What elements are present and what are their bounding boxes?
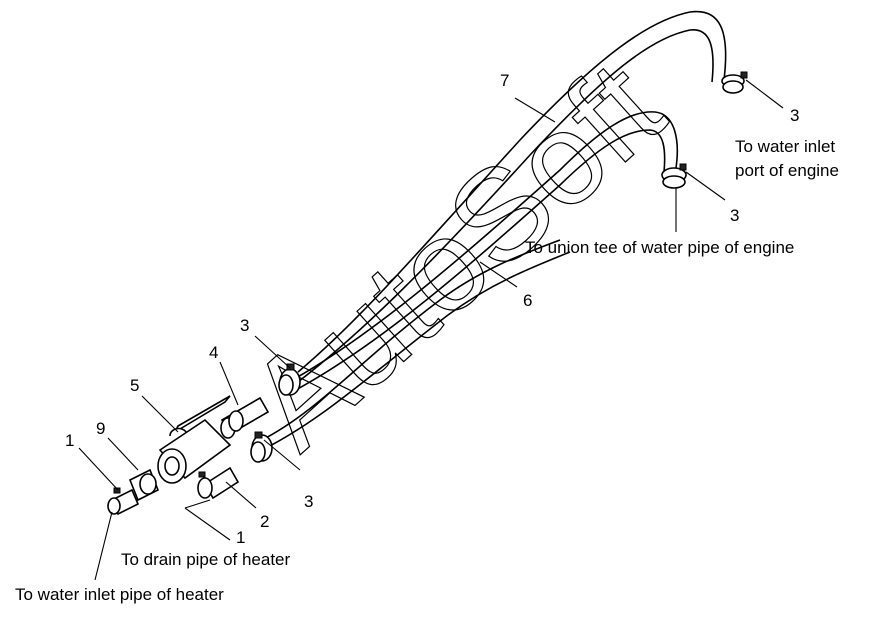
hose-end-fitting-lower-right: [250, 431, 273, 463]
hose-end-fitting-upper-left: [278, 363, 301, 396]
callout-1-bottom: 1: [236, 528, 245, 547]
label-drain-pipe: To drain pipe of heater: [121, 550, 291, 569]
leader-lines: [78, 79, 784, 581]
label-water-inlet-port-line1: To water inlet: [735, 137, 835, 156]
callout-6: 6: [523, 291, 532, 310]
hose-7: [293, 10, 748, 386]
callout-7: 7: [500, 71, 509, 90]
hose-lower: [257, 239, 571, 453]
callout-1-left: 1: [65, 431, 74, 450]
callout-3-top: 3: [790, 106, 799, 125]
callout-5: 5: [130, 376, 139, 395]
clamp-screw-top: [740, 71, 748, 79]
label-water-inlet-port-line2: port of engine: [735, 161, 839, 180]
callout-2: 2: [260, 512, 269, 531]
valve-5: [157, 395, 232, 484]
callout-9: 9: [96, 419, 105, 438]
clamp-screw-mid: [679, 163, 687, 171]
callout-3-left: 3: [240, 316, 249, 335]
callout-3-mid: 3: [730, 206, 739, 225]
callout-3-bottom: 3: [304, 492, 313, 511]
fitting-9: [107, 468, 160, 516]
label-union-tee: To union tee of water pipe of engine: [525, 238, 794, 257]
callout-4: 4: [209, 343, 218, 362]
label-water-inlet-pipe: To water inlet pipe of heater: [15, 585, 224, 604]
hose-6: [291, 111, 687, 393]
nipple-4: [220, 396, 270, 439]
drain-fitting-2: [197, 466, 240, 500]
